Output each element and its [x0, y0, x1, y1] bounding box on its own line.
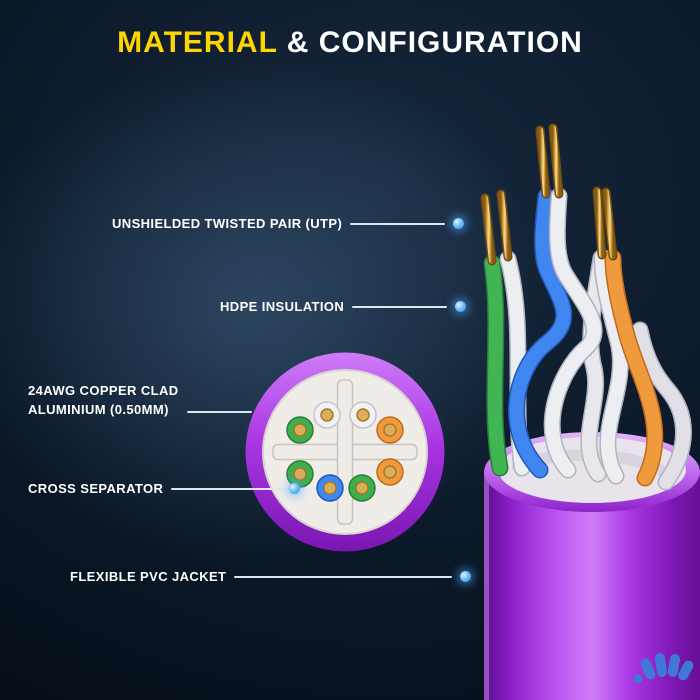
pointer-dot-pvc-jacket — [460, 571, 472, 582]
copper-tip-center-2 — [550, 125, 562, 197]
label-hdpe: HDPE INSULATION — [220, 299, 345, 314]
callout-hdpe: HDPE INSULATION — [220, 299, 467, 314]
callout-pvc-jacket: FLEXIBLE PVC JACKET — [70, 569, 472, 584]
leader-line-utp — [350, 222, 446, 225]
label-utp: UNSHIELDED TWISTED PAIR (UTP) — [112, 216, 343, 231]
callout-utp: UNSHIELDED TWISTED PAIR (UTP) — [112, 216, 465, 231]
callout-cross-separator: CROSS SEPARATOR — [28, 481, 301, 496]
pointer-dot-cross-separator — [289, 483, 301, 494]
cross-section-diagram — [245, 352, 445, 552]
copper-tip-right-2 — [603, 189, 616, 259]
wire-green — [485, 256, 507, 475]
copper-tip-left-2 — [498, 191, 511, 260]
copper-tip-center-1 — [537, 127, 549, 197]
cable-brand-logo-icon — [633, 653, 694, 684]
leader-line-hdpe — [352, 305, 448, 308]
title-highlight: MATERIAL — [117, 26, 278, 59]
wire-white-right-edge — [633, 323, 691, 489]
pointer-dot-hdpe — [455, 301, 467, 312]
callout-copper: 24AWG COPPER CLAD ALUMINIUM (0.50MM) — [28, 382, 252, 420]
page-title: MATERIAL & CONFIGURATION — [0, 26, 700, 60]
label-pvc-jacket: FLEXIBLE PVC JACKET — [70, 569, 227, 584]
pointer-dot-utp — [453, 218, 465, 229]
copper-tip-left-1 — [482, 195, 495, 264]
label-cross-separator: CROSS SEPARATOR — [28, 481, 164, 496]
twisted-pair-wires — [480, 123, 692, 491]
cross-section-wires — [286, 401, 404, 502]
cable-jacket-body — [484, 472, 700, 700]
title-rest: & CONFIGURATION — [286, 26, 583, 59]
copper-tip-right-1 — [594, 188, 605, 258]
leader-line-copper — [186, 410, 252, 413]
leader-line-pvc-jacket — [234, 575, 453, 578]
cable-cutaway — [480, 123, 700, 700]
label-copper: 24AWG COPPER CLAD ALUMINIUM (0.50MM) — [28, 383, 179, 417]
wire-white-center-pair — [545, 189, 602, 477]
wire-white-right-pair — [595, 250, 628, 483]
leader-line-cross-separator — [171, 487, 282, 490]
wire-orange — [606, 251, 662, 485]
jacket-edge-highlight — [484, 472, 489, 700]
wire-white-filler — [581, 251, 608, 481]
wire-blue — [509, 189, 571, 477]
